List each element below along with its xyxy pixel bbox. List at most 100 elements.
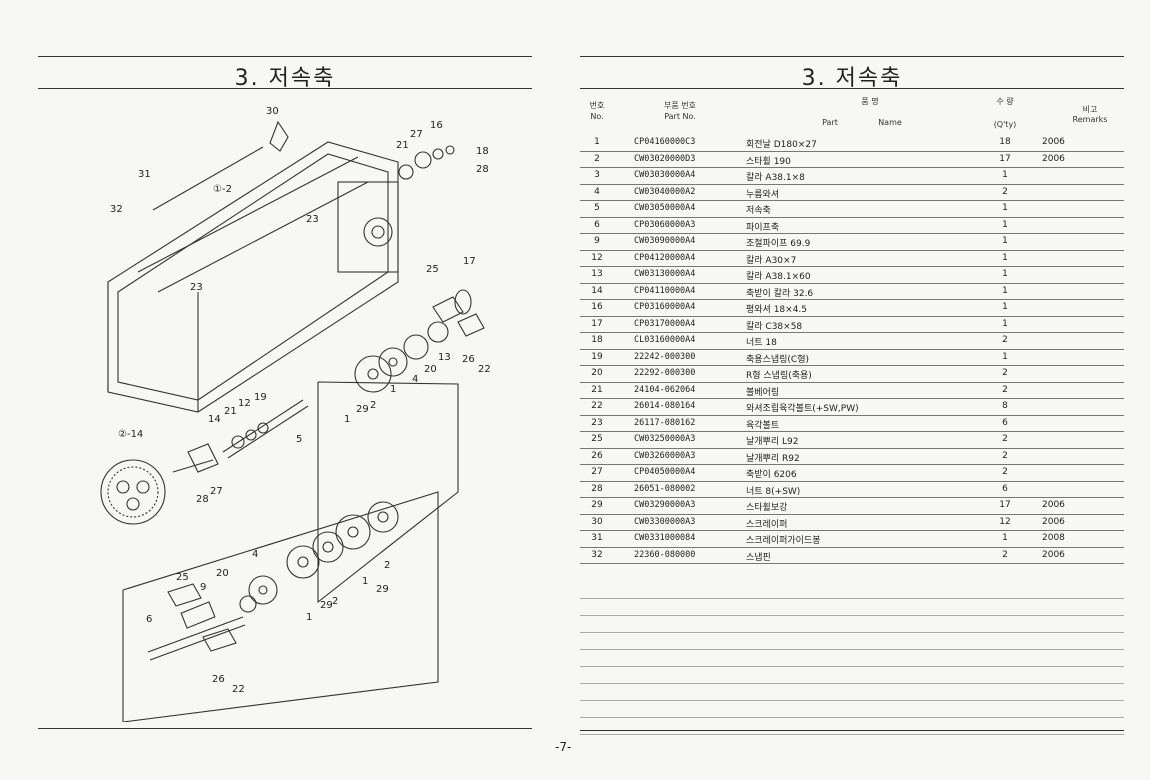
row-no: 16 [591,302,603,312]
row-remarks: 2006 [1042,549,1065,560]
row-quantity: 2 [1002,549,1008,560]
svg-text:21: 21 [396,140,409,151]
row-part-name: 회전날 D180×27 [746,140,817,150]
row-no: 27 [591,467,603,477]
row-part-name: 볼베어링 [746,387,780,398]
row-part-number: 24104-062064 [634,384,696,395]
row-part-name: 날개뿌리 L92 [746,437,799,447]
svg-text:16: 16 [430,120,443,131]
row-no: 12 [591,252,603,263]
row-part-name: 칼라 C38×58 [746,321,803,332]
svg-text:1: 1 [362,576,368,587]
row-part-number: 26117-080162 [634,417,696,428]
exploded-parts-diagram: 30 27 16 21 18 28 32 31 ①-2 23 23 17 25 … [38,92,532,723]
svg-text:20: 20 [424,364,437,375]
svg-text:27: 27 [410,129,423,140]
row-part-name: 칼라 A38.1×8 [746,173,805,183]
page-number: -7- [555,740,572,754]
row-no: 31 [591,533,603,543]
row-quantity: 1 [1002,236,1008,246]
row-quantity: 1 [1002,351,1008,362]
table-header: 번호 No. 부품 번호 Part No. 품 명 Part Name 수 량 … [580,96,1124,136]
row-no: 1 [594,137,600,147]
row-part-number: 22292-000300 [634,368,696,378]
header-part-ko: 부품 번호 [664,101,696,110]
row-quantity: 1 [1002,533,1008,543]
row-part-number: CW0331000084 [634,533,696,543]
svg-text:1: 1 [306,612,312,623]
row-part-number: 22360-080000 [634,549,696,560]
row-part-number: CW03030000A4 [634,170,696,180]
svg-text:14: 14 [208,414,221,425]
row-remarks: 2006 [1042,500,1065,510]
title-rule [38,88,532,89]
row-no: 9 [594,236,600,246]
row-part-name: 조절파이프 69.9 [746,239,811,249]
row-no: 5 [594,203,600,213]
title-rule [580,88,1124,89]
row-part-name: 축용스냅링(C형) [746,354,809,365]
row-part-name: 저속축 [746,206,771,216]
row-part-number: CP03060000A3 [634,219,696,230]
row-part-number: CL03160000A4 [634,335,696,345]
row-no: 20 [591,368,603,378]
header-qty-en: (Q'ty) [993,120,1017,129]
header-remarks-ko: 비고 [1082,105,1098,114]
svg-text:25: 25 [426,264,439,275]
svg-text:22: 22 [478,364,491,375]
svg-text:29: 29 [320,600,333,611]
top-rule [580,56,1124,57]
svg-text:32: 32 [110,204,123,215]
row-part-name: 스타휠 190 [746,156,791,167]
row-quantity: 2 [1002,467,1008,477]
row-part-number: 22242-000300 [634,351,696,362]
row-part-name: 날개뿌리 R92 [746,453,800,464]
svg-text:1: 1 [390,384,396,395]
svg-text:22: 22 [232,684,245,695]
blank-rows [580,582,1124,735]
row-no: 13 [591,269,603,279]
svg-text:30: 30 [266,106,279,117]
row-part-name: 파이프축 [746,222,780,233]
row-quantity: 1 [1002,170,1008,180]
svg-text:21: 21 [224,406,237,417]
row-no: 19 [591,351,603,362]
page-title: 3. 저속축 [801,66,903,91]
row-quantity: 2 [1002,186,1008,197]
svg-text:28: 28 [196,494,209,505]
table-row: 19 22242-000300 축용스냅링(C형) 1 [580,350,1124,366]
row-quantity: 1 [1002,219,1008,230]
row-part-name: 와셔조립육각볼트(+SW,PW) [746,404,859,414]
svg-text:23: 23 [306,214,319,225]
svg-text:31: 31 [138,169,151,180]
svg-text:①-2: ①-2 [213,184,232,195]
svg-text:6: 6 [146,614,152,625]
row-no: 4 [594,186,600,197]
row-part-name: 누름와셔 [746,189,780,200]
row-quantity: 2 [1002,434,1008,444]
row-quantity: 1 [1002,318,1008,329]
row-no: 29 [591,500,603,510]
svg-text:18: 18 [476,146,489,157]
row-quantity: 6 [1002,483,1008,494]
row-quantity: 1 [1002,269,1008,279]
svg-text:29: 29 [376,584,389,595]
